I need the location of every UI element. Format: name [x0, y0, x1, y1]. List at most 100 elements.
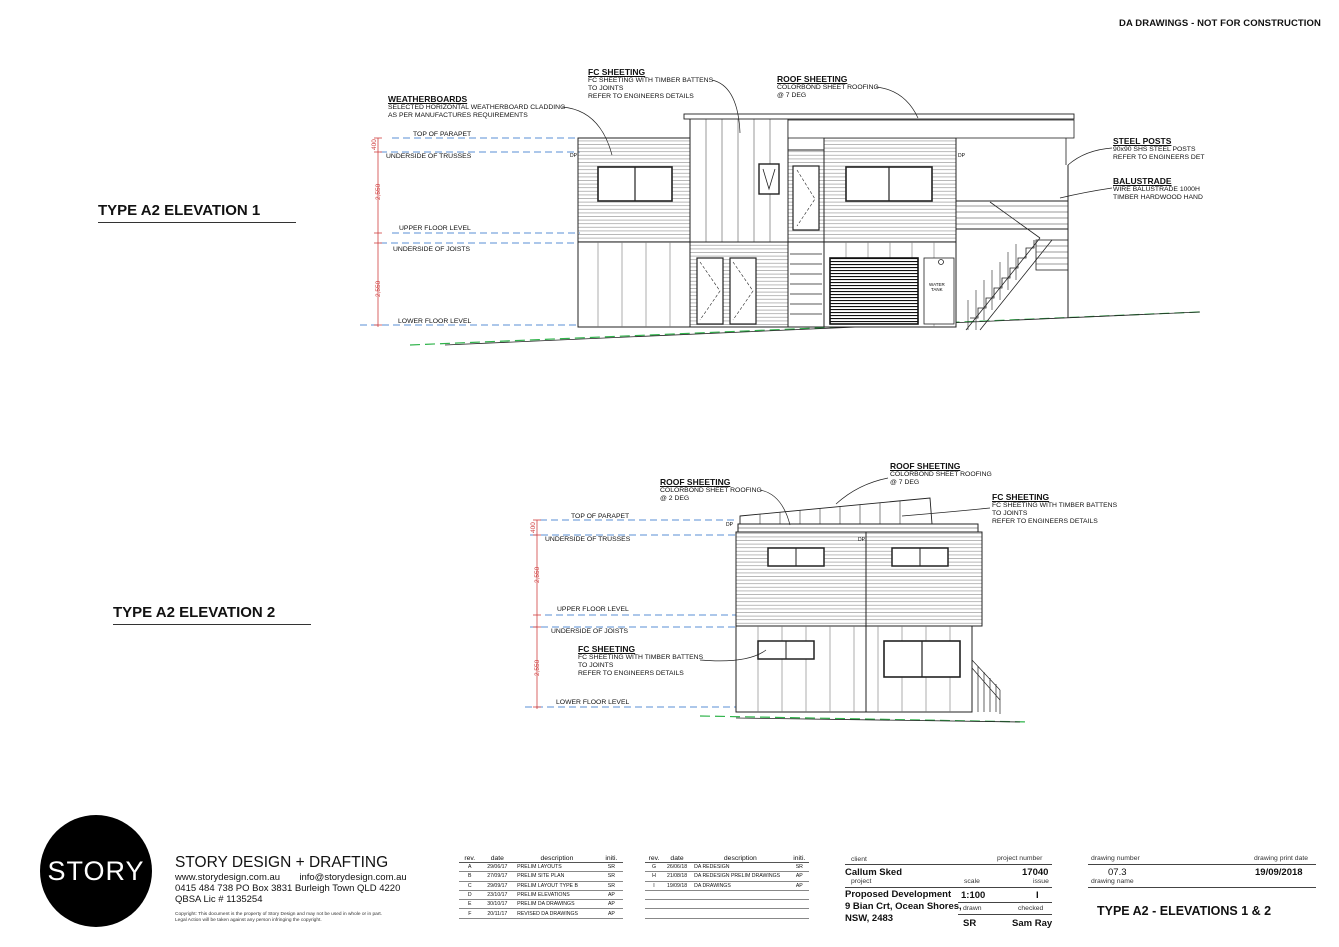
- callout-weatherboards: WEATHERBOARDS SELECTED HORIZONTAL WEATHE…: [388, 94, 565, 120]
- callout-line: COLORBOND SHEET ROOFING: [777, 84, 879, 91]
- revision-letter: B: [459, 871, 481, 882]
- revision-description: REVISED DA DRAWINGS: [514, 908, 600, 919]
- callout-line: REFER TO ENGINEERS DETAILS: [588, 93, 694, 100]
- e2-dp-marker-center: DP: [858, 537, 866, 543]
- initials-col-header: initi.: [789, 855, 809, 863]
- callout-line: FC SHEETING WITH TIMBER BATTENS: [588, 77, 714, 84]
- callout-roof-sheeting: ROOF SHEETING COLORBOND SHEET ROOFING @ …: [777, 74, 879, 100]
- e2-dim-2550-upper: 2,550: [534, 566, 541, 583]
- e1-upper-floor-level: UPPER FLOOR LEVEL: [399, 225, 471, 232]
- scale-label: scale: [964, 878, 980, 885]
- e2-callout-roof-sheeting-left: ROOF SHEETING COLORBOND SHEET ROOFING @ …: [660, 477, 762, 503]
- revision-description: [691, 890, 790, 901]
- revision-description: [691, 899, 790, 910]
- revision-letter: F: [459, 908, 481, 919]
- print-date: 19/09/2018: [1255, 867, 1303, 878]
- callout-line: FC SHEETING WITH TIMBER BATTENS: [992, 502, 1118, 509]
- date-col-header: date: [480, 855, 515, 863]
- e2-callout-fc-sheeting-left: FC SHEETING FC SHEETING WITH TIMBER BATT…: [578, 644, 703, 678]
- callout-line: REFER TO ENGINEERS DETAILS: [992, 518, 1098, 525]
- e2-underside-of-trusses: UNDERSIDE OF TRUSSES: [545, 536, 631, 543]
- drawing-name: TYPE A2 - ELEVATIONS 1 & 2: [1097, 904, 1272, 918]
- dp-marker-left: DP: [570, 153, 578, 159]
- project-number: 17040: [1022, 867, 1049, 878]
- rev-col-header: rev.: [459, 855, 481, 863]
- revision-initials: SR: [599, 871, 623, 882]
- callout-line: @ 2 DEG: [660, 495, 690, 502]
- date-col-header: date: [663, 855, 692, 863]
- revision-letter: A: [459, 862, 481, 873]
- dim-2550-lower: 2,550: [375, 280, 382, 297]
- callout-line: COLORBOND SHEET ROOFING: [660, 487, 762, 494]
- e2-dim-400: 400: [530, 522, 537, 533]
- e2-callout-fc-sheeting-right: FC SHEETING FC SHEETING WITH TIMBER BATT…: [992, 492, 1117, 526]
- elevation-1-title: TYPE A2 ELEVATION 1: [98, 202, 296, 223]
- company-email[interactable]: info@storydesign.com.au: [299, 872, 407, 883]
- revision-description: PRELIM ELEVATIONS: [514, 890, 600, 901]
- callout-balustrade: BALUSTRADE WIRE BALUSTRADE 1000H TIMBER …: [1113, 176, 1203, 202]
- revision-date: 27/09/17: [480, 871, 515, 882]
- callout-heading: STEEL POSTS: [1113, 136, 1172, 146]
- callout-heading: ROOF SHEETING: [890, 461, 961, 471]
- dim-2550-upper: 2,550: [375, 183, 382, 200]
- project-description: Proposed Development 9 Bian Crt, Ocean S…: [845, 889, 962, 925]
- revision-date: [663, 890, 692, 901]
- revision-initials: [789, 899, 809, 910]
- company-website[interactable]: www.storydesign.com.au: [175, 872, 281, 883]
- callout-heading: FC SHEETING: [992, 492, 1050, 502]
- project-line: NSW, 2483: [845, 913, 894, 924]
- e1-lower-floor-level: LOWER FLOOR LEVEL: [398, 318, 472, 325]
- callout-line: TO JOINTS: [992, 510, 1028, 517]
- e1-underside-of-trusses: UNDERSIDE OF TRUSSES: [386, 153, 472, 160]
- revision-initials: AP: [789, 881, 809, 891]
- callout-heading: WEATHERBOARDS: [388, 94, 468, 104]
- drawn-value: SR: [963, 918, 977, 929]
- dim-400: 400: [371, 139, 378, 150]
- revision-row: [645, 890, 809, 901]
- client-name: Callum Sked: [845, 867, 903, 878]
- callout-line: REFER TO ENGINEERS DETAILS: [578, 670, 684, 677]
- e2-top-of-parapet: TOP OF PARAPET: [571, 513, 630, 520]
- project-line: 9 Bian Crt, Ocean Shores,: [845, 901, 962, 912]
- callout-line: TO JOINTS: [588, 85, 624, 92]
- company-contact: www.storydesign.com.au info@storydesign.…: [175, 872, 407, 905]
- callout-heading: FC SHEETING: [588, 67, 646, 77]
- callout-fc-sheeting: FC SHEETING FC SHEETING WITH TIMBER BATT…: [588, 67, 713, 101]
- revision-date: 19/09/18: [663, 881, 692, 891]
- revision-letter: [645, 890, 664, 901]
- revision-date: 21/08/18: [663, 871, 692, 882]
- drawing-status-notice: DA DRAWINGS - NOT FOR CONSTRUCTION: [1118, 18, 1321, 29]
- revision-date: 23/10/17: [480, 890, 515, 901]
- callout-line: @ 7 DEG: [890, 479, 920, 486]
- project-line: Proposed Development: [845, 889, 952, 900]
- revision-letter: E: [459, 899, 481, 910]
- revision-date: 29/09/17: [480, 881, 515, 891]
- drawn-label: drawn: [963, 905, 982, 912]
- revision-initials: AP: [599, 908, 623, 919]
- drawing-number: 07.3: [1108, 867, 1127, 878]
- project-number-label: project number: [997, 855, 1043, 862]
- revision-description: PRELIM DA DRAWINGS: [514, 899, 600, 910]
- revision-initials: [789, 908, 809, 919]
- revision-description: DA REDESIGN PRELIM DRAWINGS: [691, 871, 790, 882]
- revision-description: DA REDESIGN: [691, 862, 790, 873]
- revision-initials: [789, 890, 809, 901]
- checked-label: checked: [1018, 905, 1044, 912]
- callout-line: 90x90 SHS STEEL POSTS: [1113, 146, 1196, 153]
- revision-initials: SR: [599, 881, 623, 891]
- project-label: project: [851, 878, 872, 885]
- copyright-line: Legal Action will be taken against any p…: [175, 917, 322, 923]
- revision-description: PRELIM LAYOUTS: [514, 862, 600, 873]
- revision-date: [663, 899, 692, 910]
- e2-dp-marker-left: DP: [726, 522, 734, 528]
- print-date-label: drawing print date: [1254, 855, 1309, 862]
